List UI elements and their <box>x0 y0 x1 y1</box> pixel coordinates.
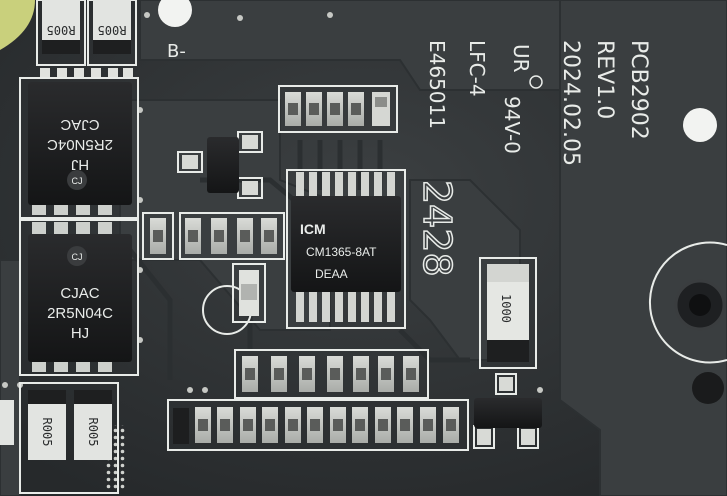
sot23-bottom <box>473 373 542 449</box>
resistor-large: 1000 <box>479 257 537 369</box>
mosfet-bottom-line3: HJ <box>71 325 89 342</box>
mosfet-bottom-logo <box>67 246 87 266</box>
resistor-top-left: R005 <box>36 0 86 66</box>
edge-resistor <box>0 400 14 445</box>
resistor-large-label: 1000 <box>499 294 513 323</box>
ic-pins-bottom <box>296 292 395 322</box>
registered-mark <box>529 75 543 89</box>
ul-mark: UR <box>509 44 533 73</box>
board-revision: REV1.0 <box>592 40 617 119</box>
mosfet-top-line3: HJ <box>71 156 89 173</box>
cap-row-mid <box>142 212 285 260</box>
cap-row-lower <box>234 349 429 399</box>
resistor-top-right-label: R005 <box>98 23 127 37</box>
label-b-minus: B- <box>167 41 186 62</box>
date-code: 2428 <box>415 180 459 277</box>
mosfet-top: HJ 2R5N04C CJAC CJ <box>19 77 139 219</box>
fiducial-right <box>683 108 717 142</box>
ic-brand: ICM <box>300 221 326 237</box>
mount-hole-inner <box>689 294 711 316</box>
mosfet-bottom-line1: CJAC <box>60 285 99 302</box>
cap-array-top <box>278 85 398 133</box>
mount-ring <box>648 241 727 364</box>
sot23-top <box>177 131 263 199</box>
cap-single <box>232 263 266 323</box>
mosfet-top-line2: 2R5N04C <box>47 136 113 153</box>
cap-row-bottom <box>167 399 469 451</box>
ic-pins-top <box>296 172 395 198</box>
ul-file-number: E465011 <box>425 40 449 129</box>
mosfet-bottom-line2: 2R5N04C <box>47 305 113 322</box>
mosfet-top-logo <box>67 170 87 190</box>
controller-ic: ICM CM1365-8AT DEAA <box>286 169 406 329</box>
resistor-top-pads <box>40 68 133 78</box>
mosfet-top-line1: CJAC <box>60 116 99 133</box>
mosfet-bottom-logo-text: CJ <box>72 252 83 262</box>
layer-code: LFC-4 <box>465 40 489 97</box>
fiducial-top <box>158 0 192 27</box>
board-model: PCB2902 <box>626 40 651 140</box>
resistor-bottom-right-label: R005 <box>86 418 100 447</box>
ic-lot: DEAA <box>315 267 348 281</box>
ic-part: CM1365-8AT <box>306 245 377 259</box>
board-date: 2024.02.05 <box>558 40 583 166</box>
resistor-bottom-left-label: R005 <box>40 418 54 447</box>
board-markings: PCB2902 REV1.0 2024.02.05 UR 94V-0 LFC-4… <box>414 40 651 277</box>
mosfet-top-logo-text: CJ <box>72 176 83 186</box>
mosfet-bottom: CJ CJAC 2R5N04C HJ <box>19 219 139 376</box>
connector-edge <box>0 0 35 50</box>
resistor-top-left-label: R005 <box>47 23 76 37</box>
flammability-rating: 94V-0 <box>500 96 524 154</box>
resistor-bottom-left: R005 <box>19 382 119 494</box>
via-hole <box>692 372 724 404</box>
resistor-bottom-right: R005 <box>74 390 112 460</box>
resistor-top-right: R005 <box>87 0 137 66</box>
